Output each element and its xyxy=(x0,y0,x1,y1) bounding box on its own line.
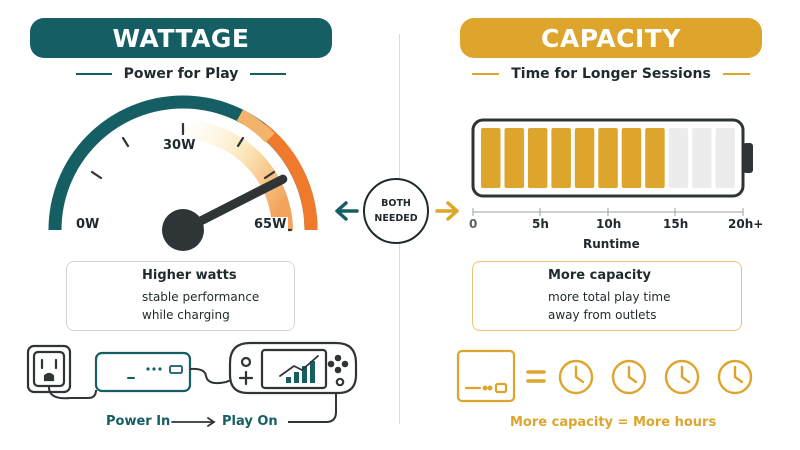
battery-cell-filled xyxy=(527,128,548,188)
capacity-card-title: More capacity xyxy=(548,268,652,283)
gauge-mid-label: 30W xyxy=(161,138,198,153)
battery-cells xyxy=(481,128,735,188)
trend-line xyxy=(279,355,319,377)
capacity-caption: More capacity = More hours xyxy=(510,415,717,430)
power-in-label: Power In xyxy=(106,414,171,429)
wattage-heading: WATTAGE xyxy=(30,18,332,58)
badge-line1: BOTH xyxy=(381,198,411,209)
battery-cell-filled xyxy=(551,128,571,188)
wattage-info-card: Higher watts stable performance while ch… xyxy=(66,261,295,331)
outlet-icon xyxy=(26,344,72,394)
battery-cell-filled xyxy=(645,128,665,188)
equation-clock-icon xyxy=(611,359,647,395)
both-needed-arrows xyxy=(335,201,459,221)
runtime-ticks xyxy=(472,208,744,216)
battery-terminal xyxy=(743,143,753,173)
gauge-hub xyxy=(162,209,204,251)
both-needed-badge: BOTH NEEDED xyxy=(363,178,429,244)
battery-cell-filled xyxy=(504,128,524,188)
wattage-subheading-text: Power for Play xyxy=(123,66,239,82)
runtime-tick-20h: 20h+ xyxy=(728,217,764,231)
screen-bars-icon xyxy=(286,361,315,383)
cable-bank-to-handheld xyxy=(189,367,237,385)
gauge-min-label: 0W xyxy=(74,217,102,232)
runtime-axis-label: Runtime xyxy=(583,237,640,251)
runtime-tick-15h: 15h xyxy=(663,217,689,231)
battery-cell-empty xyxy=(715,128,735,188)
battery-cell-filled xyxy=(598,128,618,188)
power-bank-icon xyxy=(94,351,192,393)
subheading-rule-right xyxy=(250,73,287,75)
capacity-subheading: Time for Longer Sessions xyxy=(460,64,762,84)
arrow-right-icon xyxy=(435,201,459,221)
capacity-subheading-text: Time for Longer Sessions xyxy=(511,66,711,82)
subheading-rule-right xyxy=(722,73,750,75)
gauge-arc-hot xyxy=(257,123,318,231)
equation-clocks xyxy=(558,359,753,395)
subheading-rule-left xyxy=(472,73,500,75)
gauge-arc-warm xyxy=(236,109,275,143)
battery-cell-filled xyxy=(621,128,642,188)
capacity-heading: CAPACITY xyxy=(460,18,762,58)
badge-line2: NEEDED xyxy=(374,213,418,224)
capacity-card-line2: away from outlets xyxy=(548,308,657,322)
battery-cell-empty xyxy=(692,128,712,188)
handheld-console-icon xyxy=(228,341,358,395)
gauge-max-label: 65W xyxy=(252,217,289,232)
wattage-card-line2: while charging xyxy=(142,308,230,322)
capacity-info-card: More capacity more total play time away … xyxy=(472,261,742,331)
play-on-label: Play On xyxy=(222,414,278,429)
runtime-tick-5h: 5h xyxy=(532,217,549,231)
wattage-card-title: Higher watts xyxy=(142,268,237,283)
runtime-tick-0: 0 xyxy=(469,217,478,231)
equation-clock-icon xyxy=(558,359,594,395)
wattage-subheading: Power for Play xyxy=(30,64,332,84)
battery xyxy=(471,118,753,198)
battery-cell-empty xyxy=(668,128,689,188)
flow-arrow-icon xyxy=(171,417,216,427)
arrow-left-icon xyxy=(335,201,359,221)
equation-clock-icon xyxy=(717,359,753,395)
subheading-rule-left xyxy=(75,73,112,75)
capacity-card-line1: more total play time xyxy=(548,290,671,304)
wattage-card-line1: stable performance xyxy=(142,290,260,304)
battery-cell-filled xyxy=(481,128,501,188)
equation-power-bank-icon xyxy=(456,349,516,403)
battery-cell-filled xyxy=(574,128,595,188)
equals-icon xyxy=(526,370,546,383)
equation-clock-icon xyxy=(664,359,700,395)
cable-outlet-to-bank xyxy=(47,385,97,400)
runtime-tick-10h: 10h xyxy=(596,217,622,231)
cable-handheld-down xyxy=(288,393,337,423)
